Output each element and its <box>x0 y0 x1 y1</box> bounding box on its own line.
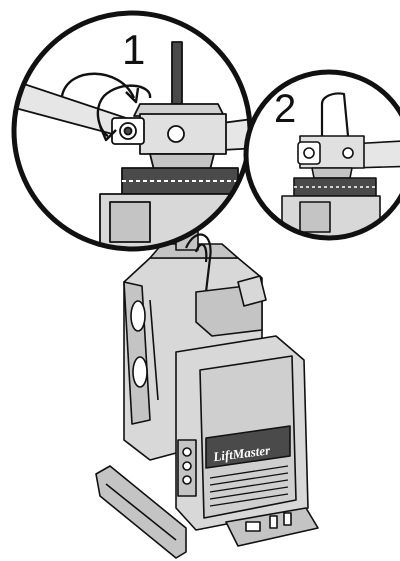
step-number-2: 2 <box>274 87 296 131</box>
bracket-slot-1 <box>245 521 261 532</box>
curved-arrow-icon <box>60 72 136 99</box>
terminal-screw-3 <box>182 475 192 485</box>
detail-circle-step-1: 1 <box>11 10 253 252</box>
hex-nut-right <box>167 125 185 143</box>
vertical-bolt <box>171 41 183 105</box>
vent-slots <box>209 465 289 507</box>
bent-wire <box>320 92 350 137</box>
step-number-1: 1 <box>122 26 145 73</box>
gear-hole-top <box>130 300 146 332</box>
bracket-slot-3 <box>283 512 292 526</box>
bracket-slot-2 <box>269 515 278 529</box>
garage-door-opener-unit: LiftMaster <box>95 225 319 559</box>
gear-hole-bottom <box>132 356 148 388</box>
terminal-screw-1 <box>182 447 192 457</box>
brand-logo-text: LiftMaster <box>211 442 271 464</box>
wire-loop <box>184 233 212 293</box>
brand-plate <box>205 425 291 469</box>
opener-top-cap <box>149 243 239 259</box>
detail-circle-step-2: 2 <box>243 69 400 241</box>
terminal-screw-2 <box>182 461 192 471</box>
